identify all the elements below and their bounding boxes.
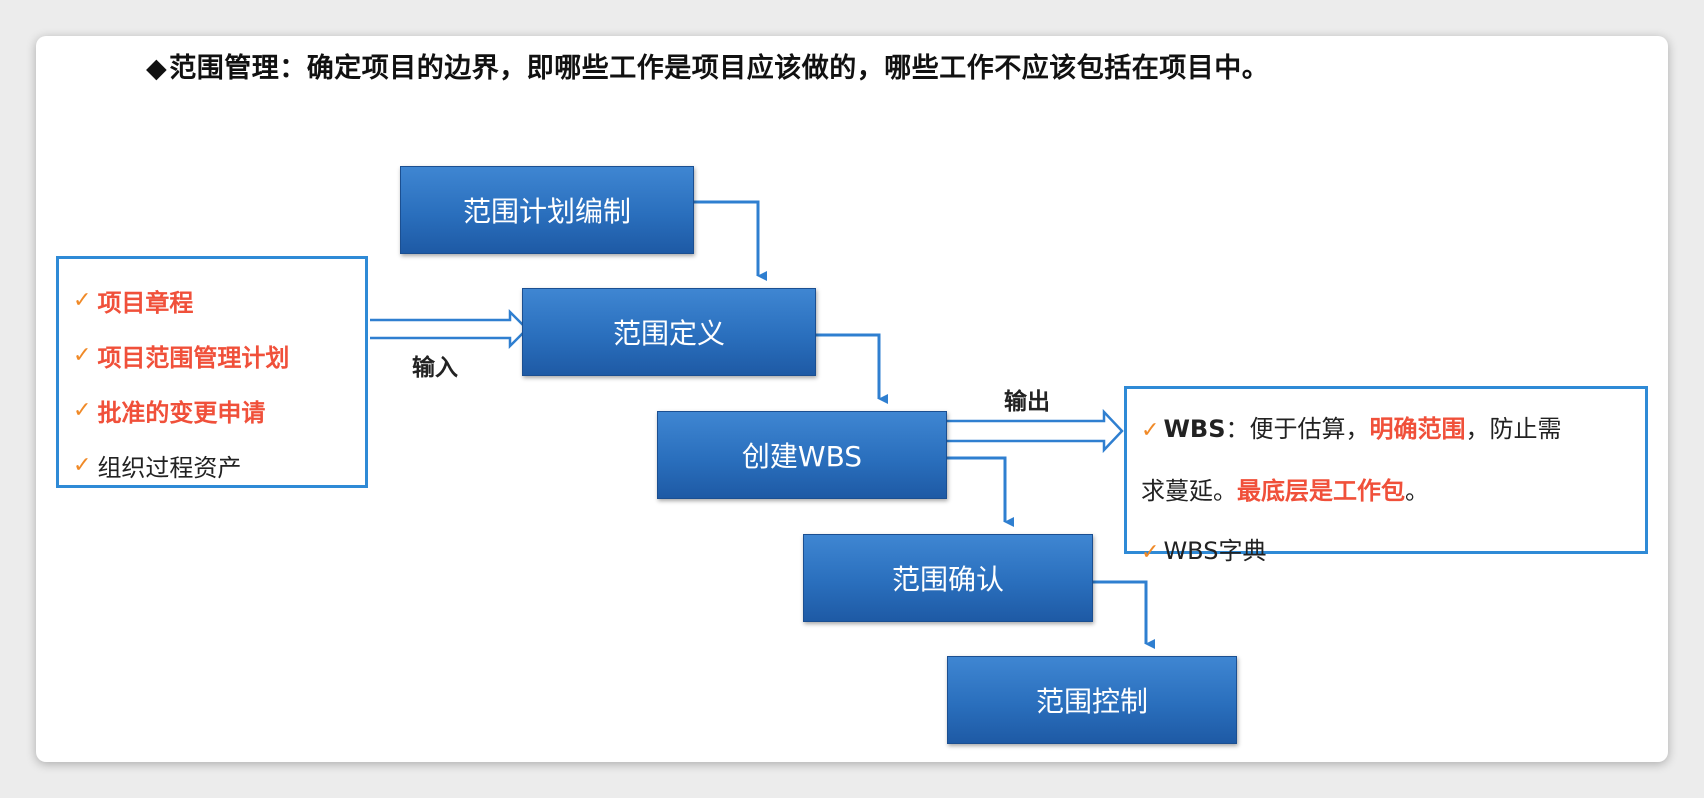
input-item: ✓ 项目章程 xyxy=(73,273,365,328)
input-item: ✓ 批准的变更申请 xyxy=(73,383,365,438)
step-label: 范围定义 xyxy=(612,317,725,350)
arrow-wbs-to-verify xyxy=(944,456,1014,527)
output-line-dictionary: ✓WBS字典 xyxy=(1141,521,1631,583)
highlight-define-scope: 明确范围 xyxy=(1369,415,1466,443)
input-item-label: 组织过程资产 xyxy=(97,454,242,482)
output-text: 求蔓延。 xyxy=(1141,477,1237,505)
step-create-wbs[interactable]: 创建WBS xyxy=(657,411,947,499)
output-text: 。 xyxy=(1405,477,1429,505)
colon: ： xyxy=(1225,415,1250,443)
check-icon: ✓ xyxy=(1141,540,1160,565)
input-item-label: 项目章程 xyxy=(97,289,194,317)
arrow-define-to-wbs xyxy=(816,333,888,404)
input-item-label: 项目范围管理计划 xyxy=(97,344,290,372)
check-icon: ✓ xyxy=(73,398,92,423)
arrow-verify-to-control xyxy=(1088,580,1155,649)
step-label: 范围计划编制 xyxy=(462,195,631,228)
input-arrow xyxy=(370,308,529,350)
output-text: ，防止需 xyxy=(1465,415,1562,443)
input-item-label: 批准的变更申请 xyxy=(97,399,266,427)
input-item: ✓ 组织过程资产 xyxy=(73,438,365,493)
step-scope-verification[interactable]: 范围确认 xyxy=(803,534,1093,622)
input-label: 输入 xyxy=(412,355,458,381)
output-text: 便于估算， xyxy=(1249,415,1370,443)
connector-layer xyxy=(370,200,1155,649)
check-icon: ✓ xyxy=(1141,418,1160,443)
step-label: 范围控制 xyxy=(1035,685,1148,718)
step-scope-planning[interactable]: 范围计划编制 xyxy=(400,166,694,254)
diamond-bullet-icon: ◆ xyxy=(146,53,168,84)
output-arrow xyxy=(944,408,1124,454)
output-line-wbs: ✓WBS：便于估算，明确范围，防止需 xyxy=(1141,399,1631,461)
slide-card: ◆范围管理：确定项目的边界，即哪些工作是项目应该做的，哪些工作不应该包括在项目中… xyxy=(36,36,1668,762)
step-label: 范围确认 xyxy=(891,563,1004,596)
highlight-work-package: 最底层是工作包 xyxy=(1237,477,1405,505)
check-icon: ✓ xyxy=(73,288,92,313)
step-scope-control[interactable]: 范围控制 xyxy=(947,656,1237,744)
wbs-dictionary-label: WBS字典 xyxy=(1163,537,1267,565)
outputs-box: ✓WBS：便于估算，明确范围，防止需 求蔓延。最底层是工作包。 ✓WBS字典 xyxy=(1124,386,1648,565)
step-scope-definition[interactable]: 范围定义 xyxy=(522,288,816,376)
output-line-wbs-cont: 求蔓延。最底层是工作包。 xyxy=(1141,461,1631,521)
wbs-term: WBS xyxy=(1163,415,1226,443)
step-label: 创建WBS xyxy=(741,440,863,473)
heading-text: 范围管理：确定项目的边界，即哪些工作是项目应该做的，哪些工作不应该包括在项目中。 xyxy=(169,53,1270,84)
page-heading: ◆范围管理：确定项目的边界，即哪些工作是项目应该做的，哪些工作不应该包括在项目中… xyxy=(146,46,1269,85)
check-icon: ✓ xyxy=(73,453,92,478)
input-item: ✓ 项目范围管理计划 xyxy=(73,328,365,383)
arrow-plan-to-define xyxy=(694,200,767,281)
check-icon: ✓ xyxy=(73,343,92,368)
output-label: 输出 xyxy=(1004,389,1050,415)
inputs-box: ✓ 项目章程 ✓ 项目范围管理计划 ✓ 批准的变更申请 ✓ 组织过程资产 xyxy=(56,256,368,488)
